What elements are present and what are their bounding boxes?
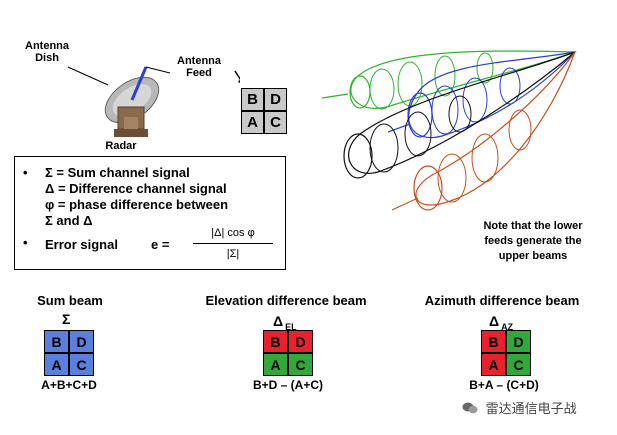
signal-definitions-box: • Σ = Sum channel signal Δ = Difference … (14, 156, 286, 270)
bullet-1: • (23, 165, 28, 180)
delta-symbol: Δ (273, 313, 284, 329)
feed-quadrant-grid: B D A C (241, 88, 287, 134)
fraction-bar (193, 243, 273, 244)
watermark-text: 雷达通信电子战 (485, 401, 577, 416)
elevation-beam-grid: B D A C (263, 330, 313, 376)
el-cell-b: B (264, 331, 287, 352)
wechat-icon (462, 402, 478, 414)
sum-cell-a: A (45, 354, 68, 375)
elevation-formula: B+D – (A+C) (252, 378, 323, 392)
feed-cell-d: D (265, 89, 286, 110)
az-subscript: AZ (501, 322, 514, 332)
feed-cell-a: A (242, 112, 263, 133)
az-cell-d: D (507, 331, 530, 352)
beam-note: Note that the lower feeds generate the u… (483, 220, 583, 262)
az-cell-a: A (482, 354, 505, 375)
error-denominator: |Σ| (226, 248, 240, 260)
delta-symbol: Δ (489, 313, 500, 329)
watermark: 雷达通信电子战 (462, 398, 577, 417)
sum-cell-c: C (70, 354, 93, 375)
az-cell-b: B (482, 331, 505, 352)
azimuth-beam-title: Azimuth difference beam (424, 293, 580, 308)
sum-cell-d: D (70, 331, 93, 352)
antenna-feed-text: Antenna Feed (177, 55, 221, 79)
el-cell-a: A (264, 354, 287, 375)
feed-cell-c: C (265, 112, 286, 133)
el-cell-d: D (289, 331, 312, 352)
radar-label: Radar (105, 140, 137, 152)
phase-definition: φ = phase difference between (45, 197, 229, 212)
antenna-feed-label: Antenna Feed (168, 55, 230, 79)
radar-dish-illustration (67, 66, 240, 137)
bullet-2: • (23, 235, 28, 250)
sum-definition: Σ = Sum channel signal (45, 165, 190, 180)
difference-definition: Δ = Difference channel signal (45, 181, 227, 196)
sum-cell-b: B (45, 331, 68, 352)
el-subscript: EL (285, 322, 297, 332)
error-eq-label: e = (151, 237, 170, 252)
antenna-dish-text: Antenna Dish (25, 40, 69, 64)
error-numerator: |Δ| cos φ (211, 227, 255, 239)
antenna-dish-label: Antenna Dish (16, 40, 78, 64)
sum-beam-grid: B D A C (44, 330, 94, 376)
sum-symbol: Σ (62, 311, 71, 327)
azimuth-formula: B+A – (C+D) (469, 378, 539, 392)
feed-cell-b: B (242, 89, 263, 110)
phase-definition-cont: Σ and Δ (45, 213, 93, 228)
error-signal-label: Error signal (45, 237, 118, 252)
sum-beam-title: Sum beam (37, 293, 103, 308)
az-cell-c: C (507, 354, 530, 375)
beam-lobes-illustration (321, 50, 577, 211)
el-cell-c: C (289, 354, 312, 375)
elevation-beam-title: Elevation difference beam (205, 293, 367, 308)
sum-formula: A+B+C+D (41, 378, 97, 392)
azimuth-beam-grid: B D A C (481, 330, 531, 376)
